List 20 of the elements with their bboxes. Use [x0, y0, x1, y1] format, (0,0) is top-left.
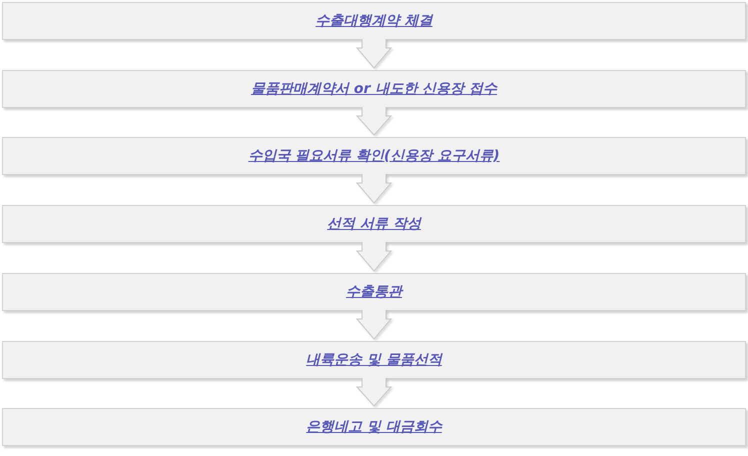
process-box — [2, 341, 746, 379]
step-link: 물품판매계약서 or 내도한 신용장 접수 — [250, 80, 498, 98]
process-box — [2, 273, 746, 311]
process-box — [2, 408, 746, 446]
block-arrow — [356, 242, 392, 272]
block-arrow — [356, 38, 392, 69]
process-box — [2, 2, 746, 40]
step-link: 내륙운송 및 물품선적 — [306, 351, 442, 369]
block-arrow — [356, 106, 392, 136]
step-link: 선적 서류 작성 — [327, 215, 421, 233]
process-box — [2, 205, 746, 243]
step-link: 수출대행계약 체결 — [316, 12, 432, 30]
process-box — [2, 137, 746, 175]
block-arrow — [356, 310, 392, 340]
block-arrow — [356, 174, 392, 204]
step-link: 은행네고 및 대금회수 — [306, 418, 442, 436]
step-link: 수출통관 — [346, 283, 402, 301]
step-link: 수입국 필요서류 확인(신용장 요구서류) — [248, 147, 500, 165]
process-box — [2, 70, 746, 108]
block-arrow — [356, 378, 392, 407]
